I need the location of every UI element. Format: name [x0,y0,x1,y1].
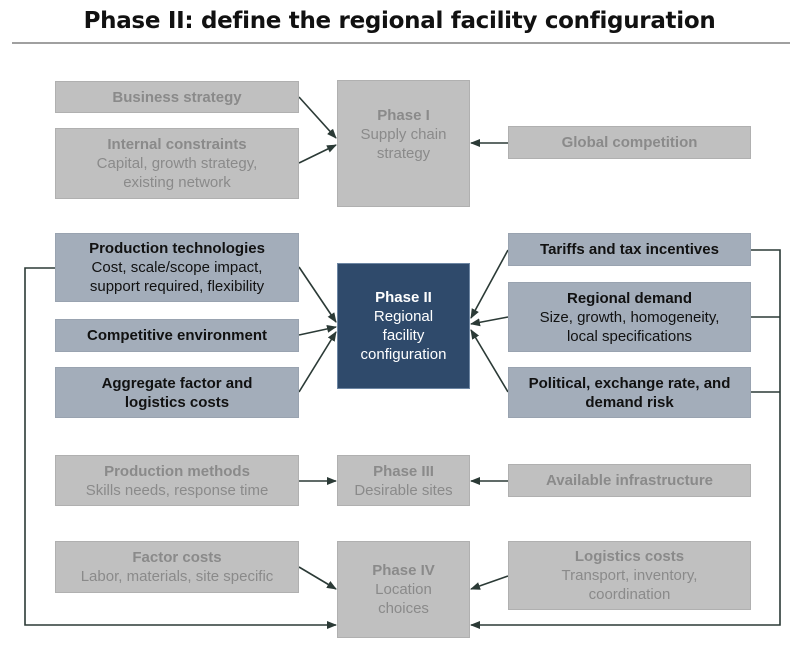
box-heading: Regional demand [566,289,693,307]
box-detail: Desirable sites [354,481,453,499]
arrow-logistics-to-phase4 [470,575,509,590]
arrow-aggregate-to-phase2 [298,331,337,393]
arrow-factor-to-phase4 [298,566,337,590]
arrow-business-to-phase1 [298,96,337,139]
input-available-infrastructure: Available infrastructure [508,464,751,497]
box-heading: Phase I [377,107,430,124]
box-heading: Phase II [375,289,432,306]
input-factor-costs: Factor costs Labor, materials, site spec… [55,541,299,593]
box-heading: Production methods [104,462,250,480]
box-heading: Factor costs [132,549,222,566]
input-internal-constraints: Internal constraints Capital, growth str… [55,128,299,199]
page-title: Phase II: define the regional facility c… [83,8,716,34]
arrow-tariffs-to-phase2 [470,249,509,319]
box-heading: Phase IV [372,562,435,579]
box-heading: Phase III [373,462,434,480]
input-aggregate-costs: Aggregate factor and logistics costs [55,367,299,418]
input-logistics-costs: Logistics costs Transport, inventory, co… [508,541,751,610]
box-heading: Internal constraints [107,136,247,153]
input-production-methods: Production methods Skills needs, respons… [55,455,299,506]
box-heading: Competitive environment [86,327,268,344]
box-detail: Capital, growth strategy, existing netwo… [96,155,258,191]
arrow-constraints-to-phase1 [298,144,337,164]
box-detail: Size, growth, homogeneity, local specifi… [539,308,720,345]
input-political-risk: Political, exchange rate, and demand ris… [508,367,751,418]
box-heading: Logistics costs [574,548,685,565]
title-divider [12,42,790,44]
input-global-competition: Global competition [508,126,751,159]
input-tariffs-tax: Tariffs and tax incentives [508,233,751,266]
box-detail: Location choices [375,581,432,617]
box-heading: Available infrastructure [546,472,713,489]
input-regional-demand: Regional demand Size, growth, homogeneit… [508,282,751,352]
box-heading: Business strategy [112,88,242,106]
box-detail: Labor, materials, site specific [80,568,274,585]
phase3-box: Phase III Desirable sites [337,455,470,506]
phase4-box: Phase IV Location choices [337,541,470,638]
box-heading: Aggregate factor and logistics costs [101,374,253,411]
input-competitive-environment: Competitive environment [55,319,299,352]
box-detail: Regional facility configuration [360,308,447,363]
arrow-compenv-to-phase2 [298,324,337,336]
box-detail: Supply chain strategy [360,126,447,162]
arrow-demand-to-phase2 [470,316,509,327]
arrow-political-to-phase2 [470,329,509,393]
phase1-box: Phase I Supply chain strategy [337,80,470,207]
input-production-technologies: Production technologies Cost, scale/scop… [55,233,299,302]
box-detail: Transport, inventory, coordination [561,567,698,603]
box-detail: Cost, scale/scope impact, support requir… [89,259,265,295]
phase2-box: Phase II Regional facility configuration [337,263,470,389]
box-detail: Skills needs, response time [85,481,269,499]
box-heading: Tariffs and tax incentives [540,241,719,258]
input-business-strategy: Business strategy [55,81,299,113]
box-heading: Political, exchange rate, and demand ris… [528,374,731,411]
box-heading: Global competition [561,134,698,151]
arrow-prodtech-to-phase2 [298,266,337,323]
box-heading: Production technologies [89,240,265,257]
